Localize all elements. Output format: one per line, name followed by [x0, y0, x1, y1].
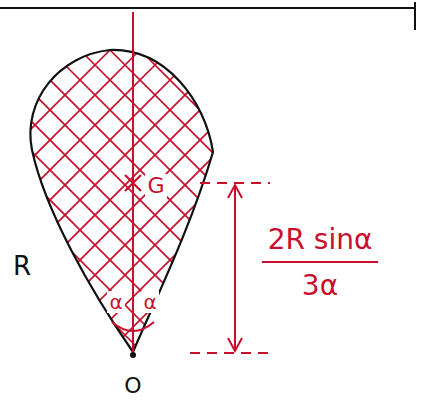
angle-label: α	[141, 291, 158, 313]
angle-arc	[112, 322, 154, 331]
centroid-label: G	[145, 174, 166, 198]
sector-outline	[30, 50, 213, 352]
angle-label: α	[107, 291, 124, 313]
radius-label: R	[11, 252, 33, 280]
hatching	[0, 0, 437, 400]
dimension-arrow	[234, 187, 236, 349]
arrow-heads	[228, 185, 242, 351]
dash-line	[190, 352, 268, 354]
top-tick	[414, 2, 416, 30]
origin-label: O	[122, 374, 143, 398]
dimension-denominator: 3α	[300, 271, 340, 301]
centroid-mark	[125, 175, 141, 191]
fraction-bar	[262, 261, 378, 263]
top-rule	[0, 7, 415, 9]
origin-dot	[130, 352, 136, 358]
dimension-numerator: 2R sinα	[266, 225, 375, 255]
